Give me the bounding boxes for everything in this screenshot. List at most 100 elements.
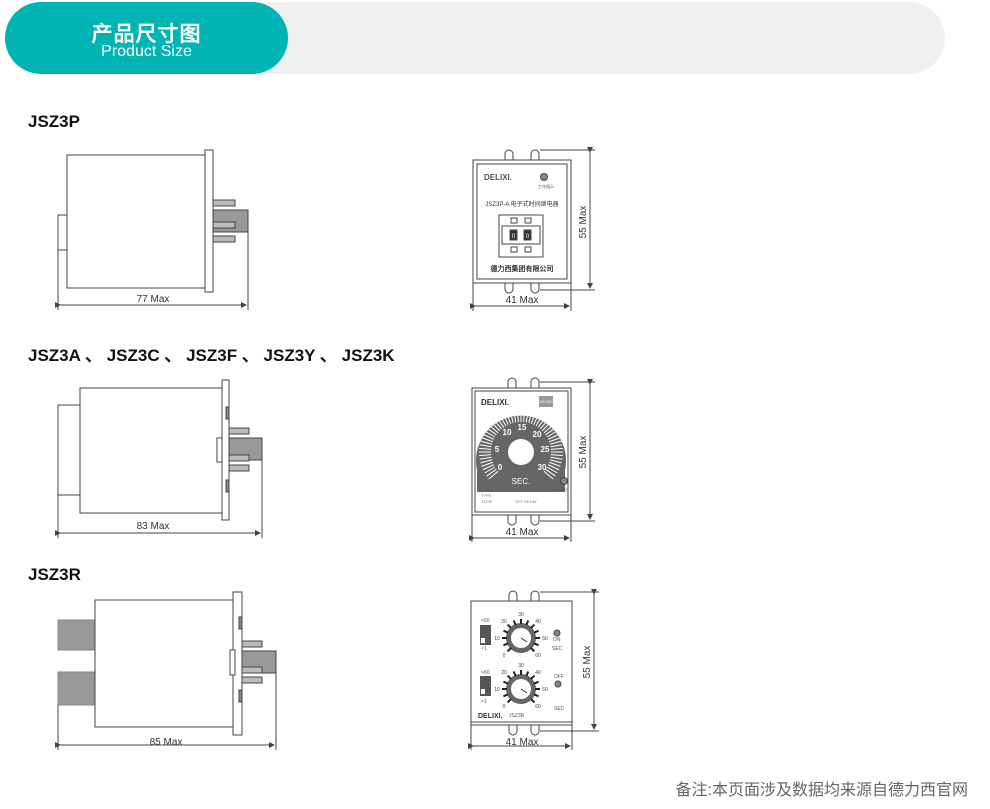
- knob-label: 50: [542, 636, 548, 642]
- dial-tick: [549, 461, 561, 467]
- jsz3a-dial-label-5: 5: [495, 445, 500, 454]
- dial-tick: [550, 454, 563, 457]
- jsz3a-brand: DELIXI.: [481, 398, 509, 407]
- knob-label: 50: [542, 687, 548, 693]
- jsz3a-type-value: JSZ3F: [481, 499, 493, 504]
- jsz3p-company: 德力西集团有限公司: [491, 264, 554, 273]
- jsz3r-range-switch-2: [480, 676, 491, 696]
- dial-tick: [525, 410, 529, 423]
- jsz3a-voltage: 220 VAC: [539, 400, 553, 404]
- jsz3p-product-name: JSZ3P-A 电子式时间继电器: [485, 200, 558, 208]
- dial-tick: [484, 430, 496, 438]
- jsz3r-front-view: ×60 ×1 ×60 ×1 ON SEC OFF SEC JSZ3R 0 10 20…: [468, 589, 599, 750]
- dial-tick: [549, 437, 561, 443]
- jsz3r-range-switch-1: [480, 625, 491, 645]
- dial-tick: [479, 444, 492, 448]
- knob-label: 0: [503, 653, 506, 659]
- dial-tick: [546, 430, 558, 438]
- dial-tick: [479, 454, 492, 457]
- knob-tick: [512, 671, 517, 677]
- dial-tick: [539, 419, 549, 430]
- jsz3r-model-small: JSZ3R: [509, 713, 525, 719]
- knob-tick: [533, 642, 539, 647]
- knob-label: 60: [535, 653, 541, 659]
- jsz3a-front-height: 55 Max: [578, 436, 589, 469]
- section-title-en: Product Size: [101, 43, 192, 60]
- dial-tick: [545, 468, 556, 477]
- jsz3r-front-width: 41 Max: [506, 737, 539, 748]
- knob-label: 40: [535, 619, 541, 625]
- dial-tick: [486, 427, 497, 436]
- dial-tick: [543, 424, 554, 434]
- knob-tick: [512, 620, 517, 626]
- knob-label: 10: [494, 636, 500, 642]
- jsz3p-front-view: DELIXI. 工作指示 JSZ3P-A 电子式时间继电器 0 0 德力西集团有…: [470, 147, 595, 311]
- dial-tick: [493, 419, 503, 430]
- knob-tick: [530, 674, 536, 680]
- knob-tick: [506, 623, 512, 629]
- jsz3a-dial-label-0: 0: [498, 463, 503, 472]
- knob-pointer: [520, 688, 528, 694]
- jsz3r-on-label: ON: [553, 637, 561, 643]
- jsz3a-unit: SEC.: [512, 477, 531, 486]
- model-heading-jsz3p: JSZ3P: [28, 112, 80, 131]
- knob-tick: [506, 674, 512, 680]
- jsz3a-front-width: 41 Max: [506, 527, 539, 538]
- knob-label: 10: [494, 687, 500, 693]
- jsz3r-unit-2: SEC: [554, 706, 565, 712]
- jsz3a-dial-label-10: 10: [503, 428, 512, 437]
- dial-tick: [479, 447, 492, 450]
- jsz3p-front-height: 55 Max: [578, 206, 589, 239]
- knob-label: 30: [518, 663, 524, 669]
- knob-label: 30: [518, 612, 524, 618]
- jsz3p-side-dimension: 77 Max: [137, 294, 170, 305]
- jsz3r-unit-1: SEC: [552, 646, 563, 652]
- knob-label: 20: [501, 619, 507, 625]
- dial-tick: [502, 413, 509, 426]
- jsz3r-switch1-top: ×60: [481, 618, 490, 624]
- dial-tick: [549, 440, 562, 445]
- jsz3a-side-view: 83 Max: [55, 379, 263, 538]
- jsz3p-side-view: 77 Max: [55, 149, 249, 310]
- section-title-cn: 产品尺寸图: [91, 23, 202, 46]
- dial-tick: [482, 433, 495, 440]
- knob-tick: [503, 680, 509, 685]
- knob-tick: [506, 647, 512, 653]
- dial-tick: [484, 466, 496, 474]
- dial-tick: [537, 417, 546, 428]
- dial-tick: [528, 411, 533, 424]
- knob-label: 20: [501, 670, 507, 676]
- dial-tick: [496, 417, 505, 428]
- dial-tick: [547, 464, 560, 471]
- jsz3r-switch2-top: ×60: [481, 670, 490, 676]
- knob-tick: [503, 629, 509, 634]
- dial-tick: [499, 415, 507, 427]
- knob-tick: [525, 620, 530, 626]
- jsz3r-off-label: OFF: [554, 674, 564, 680]
- jsz3a-dial-label-30: 30: [538, 463, 547, 472]
- dial-tick: [481, 437, 493, 443]
- knob-tick: [530, 698, 536, 704]
- dial-tick: [523, 410, 526, 423]
- jsz3r-switch2-bottom: ×1: [481, 699, 487, 705]
- knob-tick: [530, 647, 536, 653]
- knob-tick: [533, 680, 539, 685]
- jsz3a-power-label: POWER: [555, 488, 569, 492]
- knob-pointer: [520, 637, 528, 643]
- jsz3a-dial-label-25: 25: [541, 445, 550, 454]
- jsz3p-front-width: 41 Max: [506, 295, 539, 306]
- dial-tick: [547, 433, 560, 440]
- dial-tick: [480, 459, 493, 464]
- jsz3r-switch1-bottom: ×1: [481, 646, 487, 652]
- dial-tick: [479, 456, 492, 460]
- knob-tick: [503, 642, 509, 647]
- knob-tick: [533, 693, 539, 698]
- knob-label: 0: [503, 704, 506, 710]
- knob-tick: [506, 698, 512, 704]
- section-title-badge: 产品尺寸图 Product Size: [5, 2, 288, 74]
- jsz3a-type-label: TYPE: [481, 493, 492, 498]
- dial-tick: [550, 444, 563, 448]
- dial-tick: [546, 466, 558, 474]
- knob-label: 60: [535, 704, 541, 710]
